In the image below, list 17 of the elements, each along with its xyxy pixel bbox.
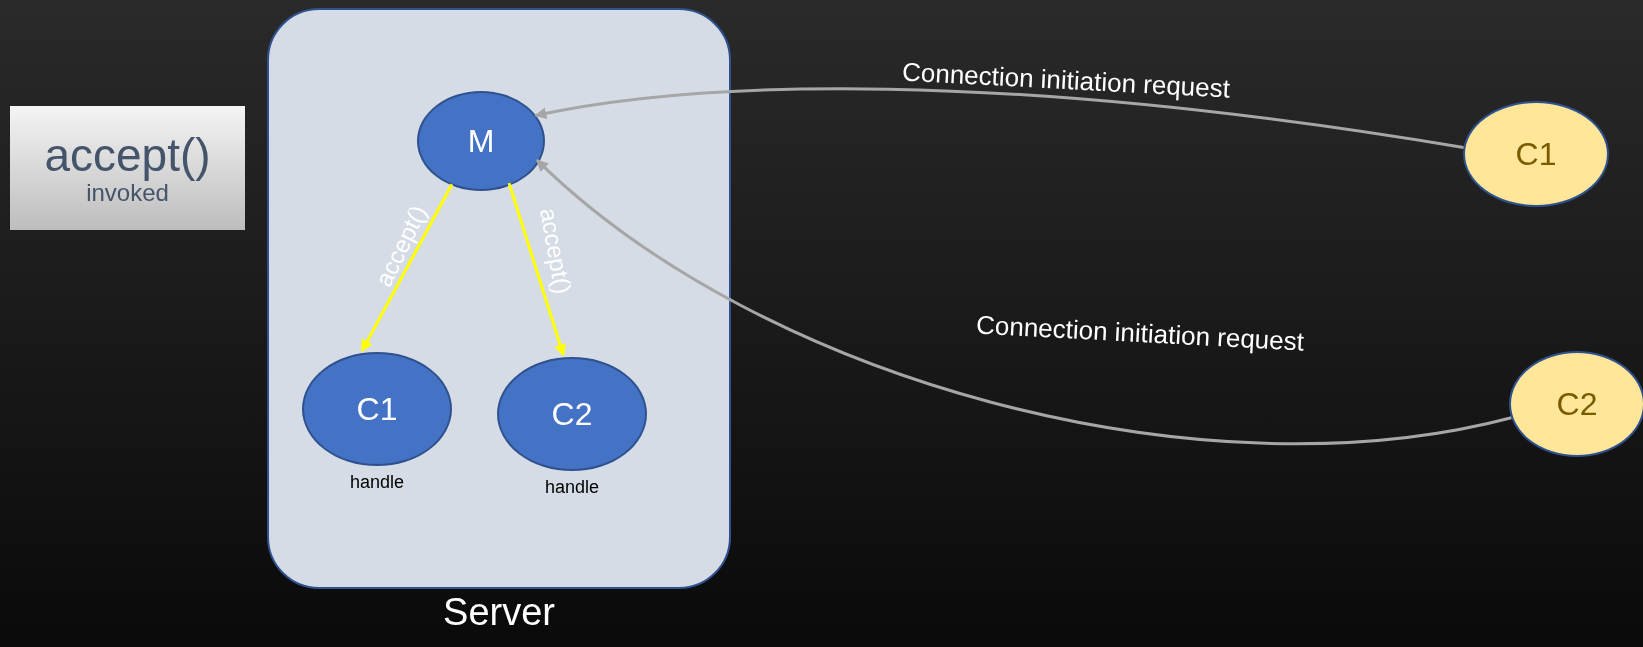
node-label: C1 [1515, 135, 1557, 173]
arrow [534, 87, 1464, 150]
node-label: C1 [356, 390, 398, 428]
box-title: Server [443, 591, 555, 634]
node-label: M [467, 122, 495, 160]
node-caption: handle [349, 472, 405, 493]
arrow [507, 182, 566, 357]
node-label: C2 [1556, 385, 1598, 423]
edge-label: Connection initiation request [975, 308, 1305, 358]
arrow [536, 159, 1512, 445]
card-title: accept() [44, 129, 211, 181]
node-caption: handle [544, 477, 600, 498]
node-label: C2 [551, 395, 593, 433]
edge-label: Connection initiation request [901, 55, 1231, 105]
card-subtitle: invoked [86, 180, 169, 207]
arrow [360, 183, 454, 352]
status-card [10, 106, 245, 230]
